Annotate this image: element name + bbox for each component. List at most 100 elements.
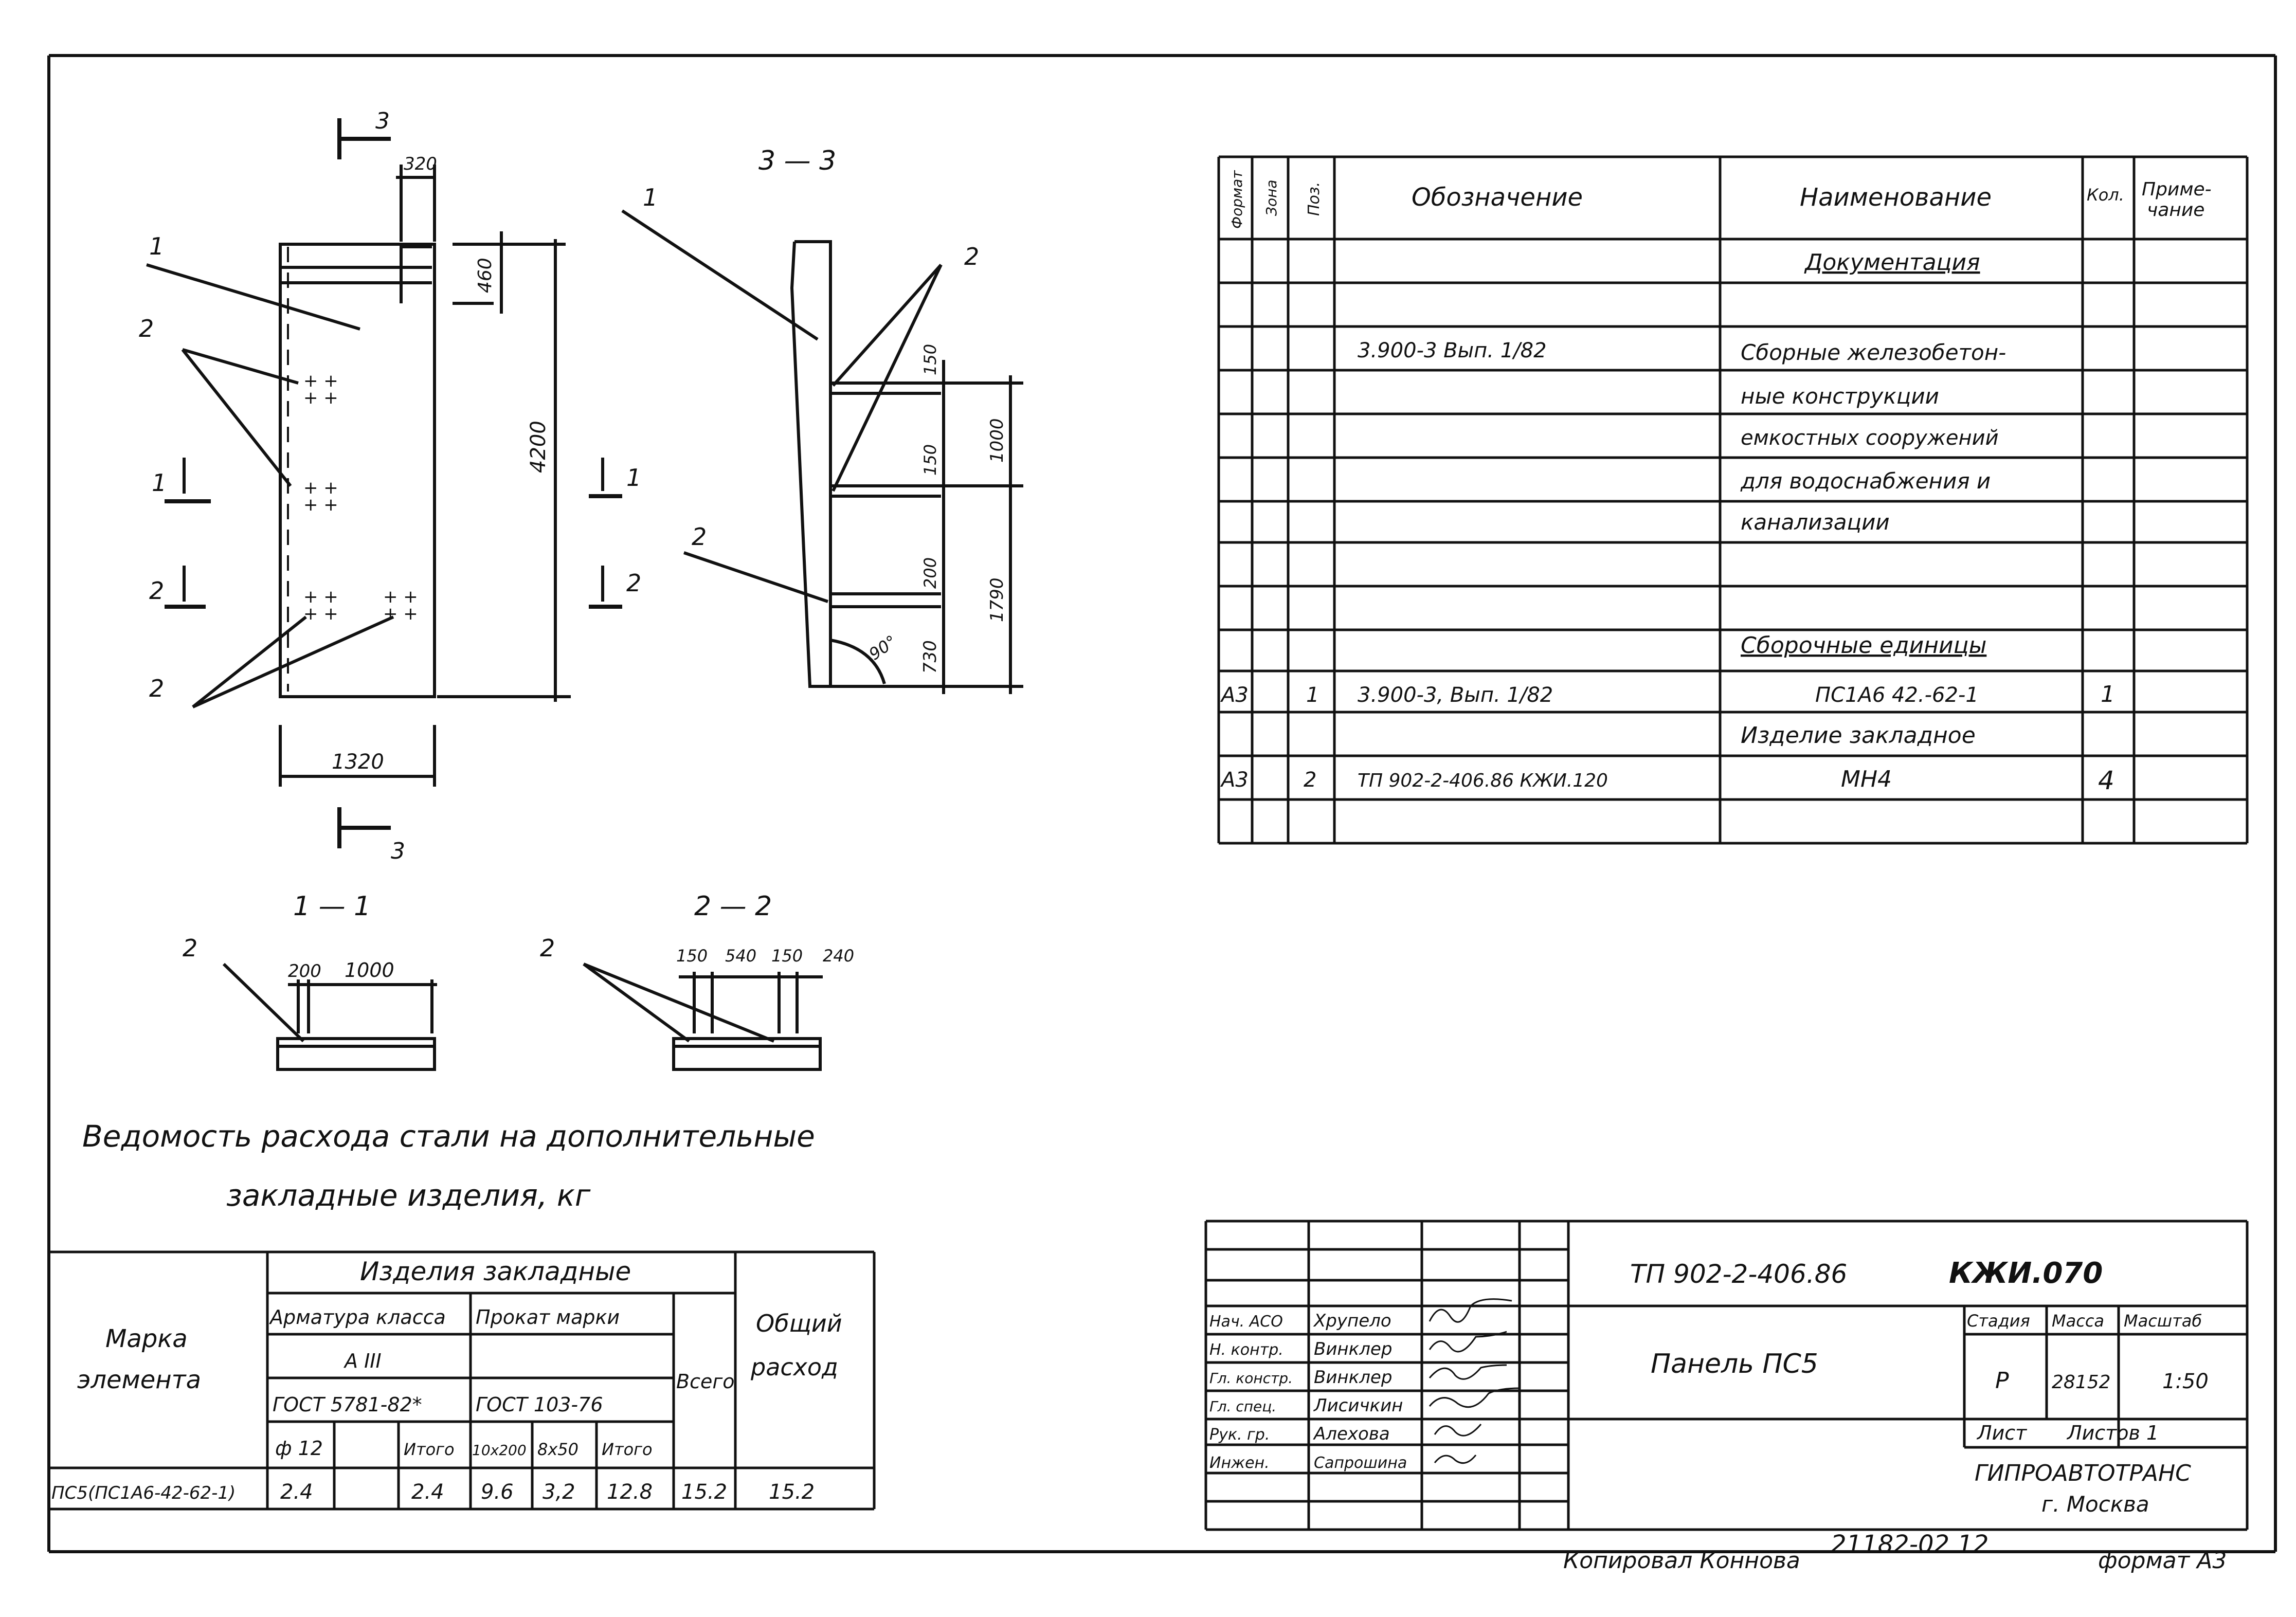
label-pos1-s3: 1 xyxy=(643,184,658,211)
dim-s3-d5: 730 xyxy=(920,640,941,674)
spec-header-zone: Зона xyxy=(1263,179,1280,216)
stamp-scale: 1:50 xyxy=(2162,1370,2209,1393)
steel-h-total2: Итого xyxy=(602,1440,653,1459)
section-2-title: 2 — 2 xyxy=(694,891,772,922)
stamp-sheet: Лист xyxy=(1976,1422,2028,1444)
spec-row-name: ные конструкции xyxy=(1741,384,1939,409)
dim-width: 1320 xyxy=(332,750,384,774)
stamp-org: ГИПРОАВТОТРАНС xyxy=(1975,1460,2191,1486)
stamp-sheets: Листов 1 xyxy=(2066,1422,2159,1444)
steel-h-d12: ф 12 xyxy=(275,1437,323,1460)
steel-h-strip2: 8х50 xyxy=(537,1440,578,1459)
footer-format: формат А3 xyxy=(2098,1548,2227,1574)
label-pos1-front: 1 xyxy=(149,232,164,260)
steel-h-items: Изделия закладные xyxy=(360,1257,631,1286)
spec-rows: Документация 3.900-3 Вып. 1/82 Сборные ж… xyxy=(1220,249,2115,795)
steel-h-gost2: ГОСТ 103-76 xyxy=(476,1393,603,1416)
stamp-code: ТП 902-2-406.86 xyxy=(1630,1259,1847,1289)
steel-row-s2: 3,2 xyxy=(543,1480,575,1504)
signatures xyxy=(1429,1298,1520,1464)
stamp-sheet-code: КЖИ.070 xyxy=(1949,1257,2103,1290)
steel-h-all: Всего xyxy=(676,1370,735,1393)
spec-row-name: емкостных сооружений xyxy=(1741,426,1999,450)
stamp-stage-header: Стадия xyxy=(1967,1311,2030,1331)
spec-header-name: Наименование xyxy=(1800,183,1992,212)
dim-height: 4200 xyxy=(527,421,550,473)
stamp-person: Сапрошина xyxy=(1314,1454,1407,1472)
svg-text:+ +: + + xyxy=(303,495,338,515)
steel-h-gost1: ГОСТ 5781-82* xyxy=(273,1393,422,1416)
dim-s2-a: 150 xyxy=(676,946,708,966)
stamp-person: Хрупело xyxy=(1313,1311,1391,1331)
dim-s3-d4: 1000 xyxy=(987,418,1007,463)
section-3-view xyxy=(621,209,1023,694)
stamp-stage: Р xyxy=(1995,1368,2009,1394)
steel-h-total1: Итого xyxy=(404,1440,455,1459)
svg-text:+ +: + + xyxy=(303,388,338,408)
stamp-mass: 28152 xyxy=(2052,1372,2111,1393)
svg-text:+ +: + + xyxy=(303,371,338,391)
spec-row-designation: 3.900-3, Вып. 1/82 xyxy=(1358,683,1553,707)
dim-top-w: 320 xyxy=(404,154,437,174)
dim-top-h: 460 xyxy=(475,258,496,293)
label-pos2-s3-b: 2 xyxy=(692,523,707,551)
stamp-people: Нач. АСО Хрупело Н. контр. Винклер Гл. к… xyxy=(1209,1311,1407,1472)
stamp-role: Рук. гр. xyxy=(1209,1426,1270,1444)
steel-h-strip1: 10х200 xyxy=(472,1442,527,1459)
label-pos2-front-a: 2 xyxy=(139,315,154,342)
label-pos2-front-b: 2 xyxy=(149,675,164,702)
stamp-grid xyxy=(1204,1220,2249,1531)
sheet-border xyxy=(47,54,2277,1553)
dim-s1-b: 1000 xyxy=(345,959,394,982)
stamp-city: г. Москва xyxy=(2041,1492,2149,1517)
steel-row-d12: 2.4 xyxy=(280,1480,313,1504)
stamp-mass-header: Масса xyxy=(2052,1311,2104,1331)
spec-header-designation: Обозначение xyxy=(1412,183,1583,212)
steel-row-mark: ПС5(ПС1А6-42-62-1) xyxy=(51,1483,236,1503)
stamp-role: Н. контр. xyxy=(1209,1341,1283,1359)
spec-row-name: Изделие закладное xyxy=(1741,722,1976,749)
stamp-person: Винклер xyxy=(1314,1367,1392,1388)
steel-h-armature: Арматура класса xyxy=(268,1306,446,1329)
spec-row-name: Документация xyxy=(1804,249,1980,276)
dim-s2-d: 240 xyxy=(823,946,854,966)
label-cut2-left: 2 xyxy=(149,577,164,605)
spec-row-name: для водоснабжения и xyxy=(1740,468,1991,494)
steel-title-line2: закладные изделия, кг xyxy=(226,1178,591,1213)
dim-s3-d6: 1790 xyxy=(987,577,1007,622)
steel-row-total1: 2.4 xyxy=(411,1480,444,1504)
spec-row-pos: 2 xyxy=(1304,768,1316,792)
steel-h-rolled: Прокат марки xyxy=(476,1306,620,1329)
stamp-person: Алехова xyxy=(1313,1424,1390,1444)
dim-s3-d2: 150 xyxy=(920,444,940,476)
label-cut2-right: 2 xyxy=(626,569,641,597)
stamp-person: Винклер xyxy=(1314,1339,1392,1359)
stamp-title: Панель ПС5 xyxy=(1651,1349,1818,1379)
svg-text:+ +: + + xyxy=(303,604,338,624)
spec-row-name: канализации xyxy=(1741,510,1890,535)
label-pos2-s3-a: 2 xyxy=(964,243,979,270)
svg-text:+ +: + + xyxy=(303,587,338,607)
dim-s3-d1: 150 xyxy=(920,344,940,375)
stamp-role: Гл. спец. xyxy=(1209,1398,1276,1415)
svg-text:+ +: + + xyxy=(383,604,418,624)
label-pos2-s2: 2 xyxy=(540,934,555,962)
stamp-role: Гл. констр. xyxy=(1209,1370,1293,1387)
spec-row-name: Сборочные единицы xyxy=(1741,632,1986,659)
label-pos2-s1: 2 xyxy=(183,934,197,962)
spec-table-grid xyxy=(1217,155,2249,845)
spec-row-format: А3 xyxy=(1220,768,1249,792)
embedded-plates: + ++ + + ++ + + ++ + + ++ + xyxy=(303,371,418,624)
stamp-person: Лисичкин xyxy=(1313,1395,1403,1416)
spec-header-note: Приме-чание xyxy=(2142,179,2212,221)
dim-s2-b: 540 xyxy=(725,946,756,966)
spec-row-format: А3 xyxy=(1220,683,1249,707)
section-1-title: 1 — 1 xyxy=(293,891,371,922)
steel-row-s1: 9.6 xyxy=(481,1480,514,1504)
stamp-role: Нач. АСО xyxy=(1209,1313,1283,1331)
spec-row-designation: 3.900-3 Вып. 1/82 xyxy=(1358,339,1547,362)
section-mark-top: 3 xyxy=(375,108,390,134)
steel-row-total2: 12.8 xyxy=(607,1480,653,1504)
